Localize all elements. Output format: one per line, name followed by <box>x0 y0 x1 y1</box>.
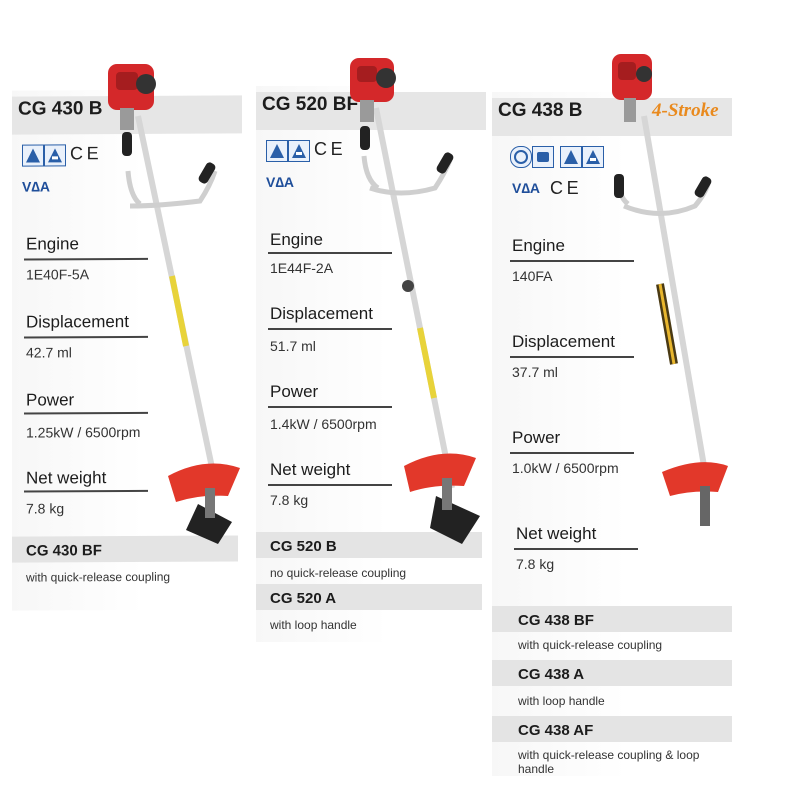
power-label: Power <box>26 390 75 410</box>
brush-cutter-image <box>108 64 240 544</box>
divider <box>510 260 634 262</box>
voa-logo-icon: V∆A <box>266 174 295 190</box>
engine-label: Engine <box>26 234 79 254</box>
product-card-cg520bf: CG 520 BF C E V∆A Engine 1E44F-2A Displa… <box>256 86 496 642</box>
divider <box>268 406 392 408</box>
ce-mark-icon: C E <box>314 139 343 159</box>
divider <box>268 484 392 486</box>
certification-icon <box>22 144 44 167</box>
variant-description: with loop handle <box>518 694 605 708</box>
displacement-label: Displacement <box>270 304 373 323</box>
divider <box>268 328 392 330</box>
displacement-value: 51.7 ml <box>270 338 316 354</box>
engine-label: Engine <box>270 230 323 249</box>
variant-bar <box>256 584 482 610</box>
certification-icon <box>44 144 66 167</box>
power-label: Power <box>512 428 561 447</box>
power-value: 1.4kW / 6500rpm <box>270 416 377 432</box>
variant-model: CG 520 A <box>270 590 337 607</box>
variant-description: with quick-release coupling <box>518 638 663 652</box>
divider <box>510 452 634 454</box>
certification-logos: C E V∆A <box>266 139 386 210</box>
power-value: 1.0kW / 6500rpm <box>512 460 619 476</box>
certification-icon <box>510 146 532 168</box>
variant-model: CG 438 AF <box>518 722 594 739</box>
variant-description: with quick-release coupling <box>26 569 171 585</box>
net-weight-value: 7.8 kg <box>270 492 309 508</box>
variant-description: with loop handle <box>270 618 357 632</box>
product-card-cg430b: CG 430 B C E V∆A Engine 1E40F-5A Displac… <box>12 89 250 611</box>
certification-logos: C E V∆A <box>22 143 142 215</box>
engine-label: Engine <box>512 236 565 255</box>
displacement-value: 42.7 ml <box>26 344 72 361</box>
brush-cutter-image <box>612 54 728 526</box>
voa-logo-icon: V∆A <box>512 180 541 196</box>
engine-value: 1E44F-2A <box>270 260 334 276</box>
certification-icon <box>532 146 554 168</box>
variant-bar <box>256 532 482 558</box>
net-weight-value: 7.8 kg <box>516 556 555 572</box>
certification-icon <box>560 146 582 168</box>
variant-model: CG 520 B <box>270 538 337 555</box>
engine-value: 140FA <box>512 268 553 284</box>
product-model-title: CG 520 BF <box>262 94 359 115</box>
product-model-title: CG 438 B <box>498 100 583 121</box>
displacement-label: Displacement <box>512 332 615 351</box>
certification-icon <box>582 146 604 168</box>
net-weight-label: Net weight <box>516 524 597 543</box>
variant-bar <box>492 660 732 686</box>
ce-mark-icon: C E <box>550 178 579 198</box>
divider <box>510 356 634 358</box>
divider <box>268 252 392 254</box>
certification-logos: V∆A C E <box>502 146 622 216</box>
divider <box>514 548 638 550</box>
power-label: Power <box>270 382 319 401</box>
variant-description: with quick-release coupling & loop handl… <box>518 748 700 776</box>
variant-model: CG 438 A <box>518 666 585 683</box>
variant-bar <box>492 716 732 742</box>
engine-value: 1E40F-5A <box>26 266 90 283</box>
variant-bar <box>492 606 732 632</box>
displacement-value: 37.7 ml <box>512 364 558 380</box>
four-stroke-badge: 4-Stroke <box>652 100 719 121</box>
brush-cutter-image <box>350 58 480 544</box>
variant-model: CG 438 BF <box>518 612 594 629</box>
net-weight-value: 7.8 kg <box>26 500 65 517</box>
title-bar <box>492 98 732 136</box>
certification-icon <box>288 140 310 162</box>
voa-logo-icon: V∆A <box>22 178 51 195</box>
certification-icon <box>266 140 288 162</box>
net-weight-label: Net weight <box>270 460 351 479</box>
variant-description: no quick-release coupling <box>270 566 407 580</box>
